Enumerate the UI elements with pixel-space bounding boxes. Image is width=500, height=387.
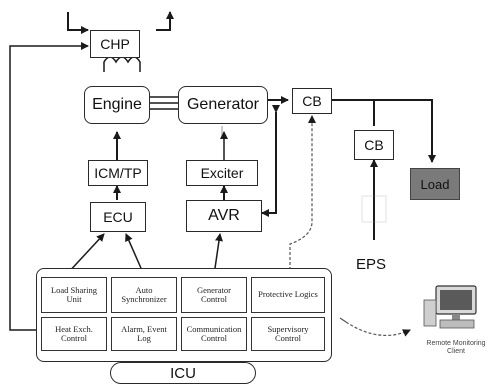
cb-main-block: CB bbox=[292, 88, 332, 114]
icu-module-generator-control: Generator Control bbox=[181, 277, 247, 313]
cb-eps-block: CB bbox=[354, 130, 394, 160]
icu-label: ICU bbox=[110, 362, 256, 384]
icu-frame: Load Sharing Unit Auto Synchronizer Gene… bbox=[36, 268, 332, 362]
computer-workstation-icon bbox=[423, 285, 477, 329]
eps-label: EPS bbox=[356, 256, 387, 273]
remote-monitoring-caption: Remote Monitoring Client bbox=[426, 340, 486, 355]
heat-flow-arrows-icon bbox=[67, 11, 174, 34]
generator-block: Generator bbox=[178, 86, 268, 124]
exciter-block: Exciter bbox=[186, 160, 258, 186]
icu-module-protective-logics: Protective Logics bbox=[251, 277, 325, 313]
icu-module-load-sharing: Load Sharing Unit bbox=[41, 277, 107, 313]
avr-block: AVR bbox=[186, 200, 262, 232]
icu-module-supervisory-control: Supervisory Control bbox=[251, 317, 325, 351]
icu-module-alarm-event-log: Alarm, Event Log bbox=[111, 317, 177, 351]
engine-block: Engine bbox=[84, 86, 150, 124]
eps-source-icon bbox=[361, 195, 387, 223]
icu-module-auto-synchronizer: Auto Synchronizer bbox=[111, 277, 177, 313]
ecu-block: ECU bbox=[90, 202, 146, 232]
load-block: Load bbox=[410, 168, 460, 200]
icu-module-heat-exch-control: Heat Exch. Control bbox=[41, 317, 107, 351]
shaft-link bbox=[150, 96, 178, 110]
chp-block: CHP bbox=[90, 30, 140, 58]
coil-icon bbox=[103, 56, 141, 72]
icm-tp-block: ICM/TP bbox=[88, 160, 148, 186]
icu-module-communication-control: Communication Control bbox=[181, 317, 247, 351]
